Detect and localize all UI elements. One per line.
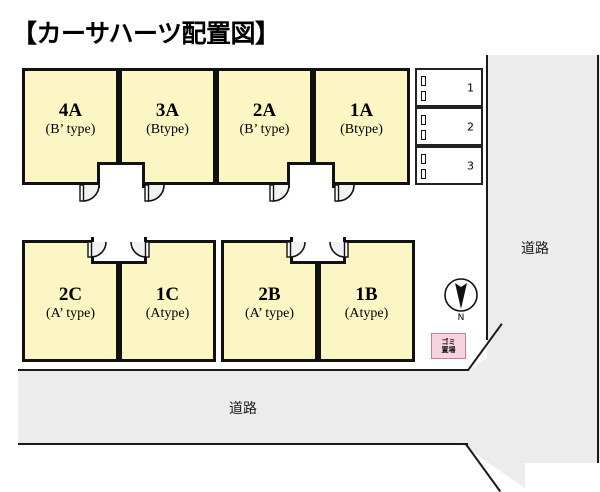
- road-boundary-left: [486, 55, 488, 340]
- parking-stall-2[interactable]: 2: [415, 107, 483, 146]
- parking-stall-2-number: 2: [467, 120, 474, 133]
- unit-1b-type: (Atype): [344, 306, 389, 321]
- road-label-bottom: 道路: [229, 401, 257, 417]
- road-boundary-top: [18, 369, 468, 371]
- unit-4a-type: (B’ type): [45, 122, 96, 137]
- wheel-stop-icon: [421, 130, 426, 140]
- trash-area-label: ゴミ 置場: [441, 338, 456, 354]
- parking-stall-1[interactable]: 1: [415, 68, 483, 107]
- page-title: 【カーサハーツ配置図】: [12, 19, 280, 48]
- unit-3a-number: 3A: [155, 100, 180, 121]
- wheel-stop-icon: [421, 169, 426, 179]
- north-arrow-icon: N: [443, 277, 479, 323]
- unit-2a-number: 2A: [252, 100, 277, 121]
- road-horizontal: [18, 370, 600, 445]
- parking-area: 1 2 3: [415, 68, 483, 185]
- door-swing-2c: [87, 241, 110, 262]
- unit-1a-type: (Btype): [340, 122, 383, 137]
- parking-stall-1-number: 1: [467, 81, 474, 94]
- unit-4a-number: 4A: [58, 100, 83, 121]
- road-corner-lower: [455, 440, 525, 488]
- unit-2b-type: (A’ type): [244, 306, 295, 321]
- unit-2c-number: 2C: [58, 284, 83, 305]
- unit-2b-number: 2B: [258, 284, 281, 305]
- unit-1c-number: 1C: [155, 284, 180, 305]
- door-swing-2b: [286, 241, 309, 262]
- wheel-stop-icon: [421, 91, 426, 101]
- wheel-stop-icon: [421, 154, 426, 164]
- unit-3a-type: (Btype): [146, 122, 189, 137]
- entry-alcove-2a-1a: [287, 162, 335, 188]
- unit-1c-type: (Atype): [145, 306, 190, 321]
- entry-alcove-4a-3a: [97, 162, 145, 188]
- unit-2a-type: (B’ type): [239, 122, 290, 137]
- door-swing-1c: [127, 241, 150, 262]
- unit-1a-number: 1A: [349, 100, 374, 121]
- door-swing-4a: [79, 184, 100, 207]
- trash-area-marker[interactable]: ゴミ 置場: [431, 333, 466, 359]
- door-swing-1a: [334, 184, 355, 207]
- door-swing-3a: [144, 184, 165, 207]
- door-swing-2a: [269, 184, 290, 207]
- compass-north-label: N: [457, 313, 465, 323]
- unit-2c-type: (A’ type): [45, 306, 96, 321]
- parking-stall-3[interactable]: 3: [415, 146, 483, 185]
- unit-1b-number: 1B: [355, 284, 378, 305]
- road-label-right: 道路: [521, 241, 549, 257]
- door-swing-1b: [326, 241, 349, 262]
- wheel-stop-icon: [421, 115, 426, 125]
- wheel-stop-icon: [421, 76, 426, 86]
- road-boundary-bottom: [18, 443, 468, 445]
- parking-stall-3-number: 3: [467, 159, 474, 172]
- road-boundary-right: [597, 55, 599, 463]
